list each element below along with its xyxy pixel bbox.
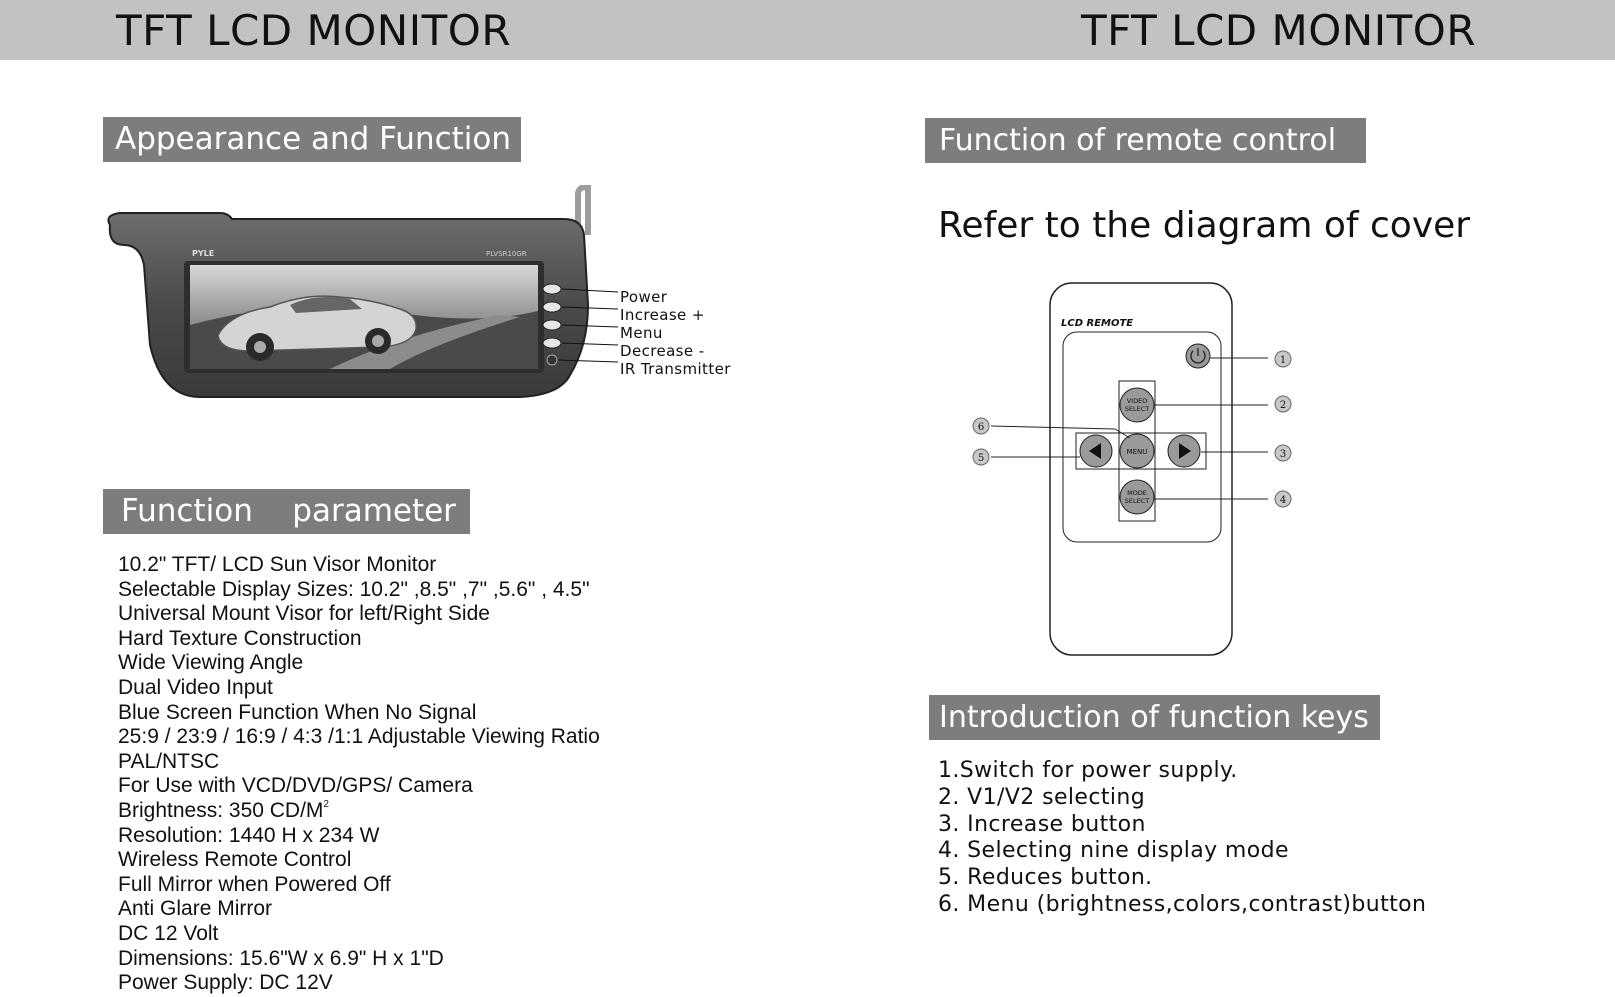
function-keys-list: 1.Switch for power supply. 2. V1/V2 sele… [938, 758, 1426, 919]
callout-number-6: 6 [978, 422, 984, 433]
monitor-callouts: Power Increase + Menu Decrease - IR Tran… [620, 288, 731, 378]
parameter-list: 10.2" TFT/ LCD Sun Visor Monitor Selecta… [118, 553, 600, 996]
list-item: Universal Mount Visor for left/Right Sid… [118, 602, 490, 626]
list-item: Resolution: 1440 H x 234 W [118, 823, 380, 847]
remote-label: LCD REMOTE [1061, 318, 1133, 329]
monitor-model-label: PLVSR10GR [486, 250, 527, 258]
list-item: Power Supply: DC 12V [118, 971, 333, 995]
list-item: Wireless Remote Control [118, 848, 352, 872]
callout-number-2: 2 [1280, 400, 1286, 411]
list-item: 5. Reduces button. [938, 865, 1153, 891]
right-page-title: TFT LCD MONITOR [1081, 6, 1476, 55]
svg-text:SELECT: SELECT [1125, 497, 1149, 505]
callout-ir-transmitter: IR Transmitter [620, 360, 731, 378]
list-item: Anti Glare Mirror [118, 897, 273, 921]
header-bar: TFT LCD MONITOR TFT LCD MONITOR [0, 0, 1615, 60]
callout-number-4: 4 [1280, 495, 1286, 506]
svg-text:VIDEO: VIDEO [1127, 397, 1148, 405]
list-item: 1.Switch for power supply. [938, 758, 1238, 783]
callout-number-5: 5 [978, 453, 984, 464]
list-item: 10.2" TFT/ LCD Sun Visor Monitor [118, 553, 437, 576]
list-item: 25:9 / 23:9 / 16:9 / 4:3 /1:1 Adjustable… [118, 725, 600, 749]
svg-text:MODE: MODE [1127, 489, 1147, 497]
brightness-superscript: 2 [323, 798, 329, 810]
callout-menu: Menu [620, 324, 663, 342]
refer-text: Refer to the diagram of cover [938, 205, 1471, 246]
list-item: Full Mirror when Powered Off [118, 872, 391, 896]
svg-text:SELECT: SELECT [1125, 405, 1149, 413]
list-item: Dimensions: 15.6"W x 6.9" H x 1"D [118, 946, 444, 970]
list-item: 6. Menu (brightness,colors,contrast)butt… [938, 891, 1427, 917]
list-item: Wide Viewing Angle [118, 651, 304, 675]
remote-control-diagram: LCD REMOTE VIDEO SELECT MENU MODE SELECT… [972, 282, 1292, 656]
list-item: Brightness: 350 CD/M2 [118, 799, 600, 824]
callout-increase: Increase + [620, 306, 705, 324]
list-item: For Use with VCD/DVD/GPS/ Camera [118, 774, 473, 798]
callout-number-3: 3 [1280, 449, 1286, 460]
list-item: 4. Selecting nine display mode [938, 838, 1289, 864]
keys-heading: Introduction of function keys [929, 695, 1380, 740]
list-item: 3. Increase button [938, 811, 1146, 837]
remote-heading: Function of remote control [925, 118, 1366, 163]
callout-decrease: Decrease - [620, 342, 705, 360]
list-item: PAL/NTSC [118, 749, 220, 773]
menu-button-label: MENU [1127, 448, 1148, 456]
callout-number-1: 1 [1280, 355, 1286, 366]
list-item: DC 12 Volt [118, 921, 219, 945]
list-item: Dual Video Input [118, 675, 273, 699]
list-item: Blue Screen Function When No Signal [118, 700, 477, 724]
parameter-heading: Function parameter [103, 489, 470, 534]
monitor-brand-label: PYLE [192, 249, 214, 258]
brightness-text: Brightness: 350 CD/M [118, 798, 324, 822]
left-page-title: TFT LCD MONITOR [116, 6, 511, 55]
sun-visor-monitor-image: PYLE PLVSR10GR [107, 185, 619, 398]
appearance-heading: Appearance and Function [103, 117, 521, 162]
list-item: 2. V1/V2 selecting [938, 784, 1146, 810]
list-item: Selectable Display Sizes: 10.2" ,8.5" ,7… [118, 577, 590, 601]
callout-power: Power [620, 288, 668, 306]
list-item: Hard Texture Construction [118, 626, 362, 650]
